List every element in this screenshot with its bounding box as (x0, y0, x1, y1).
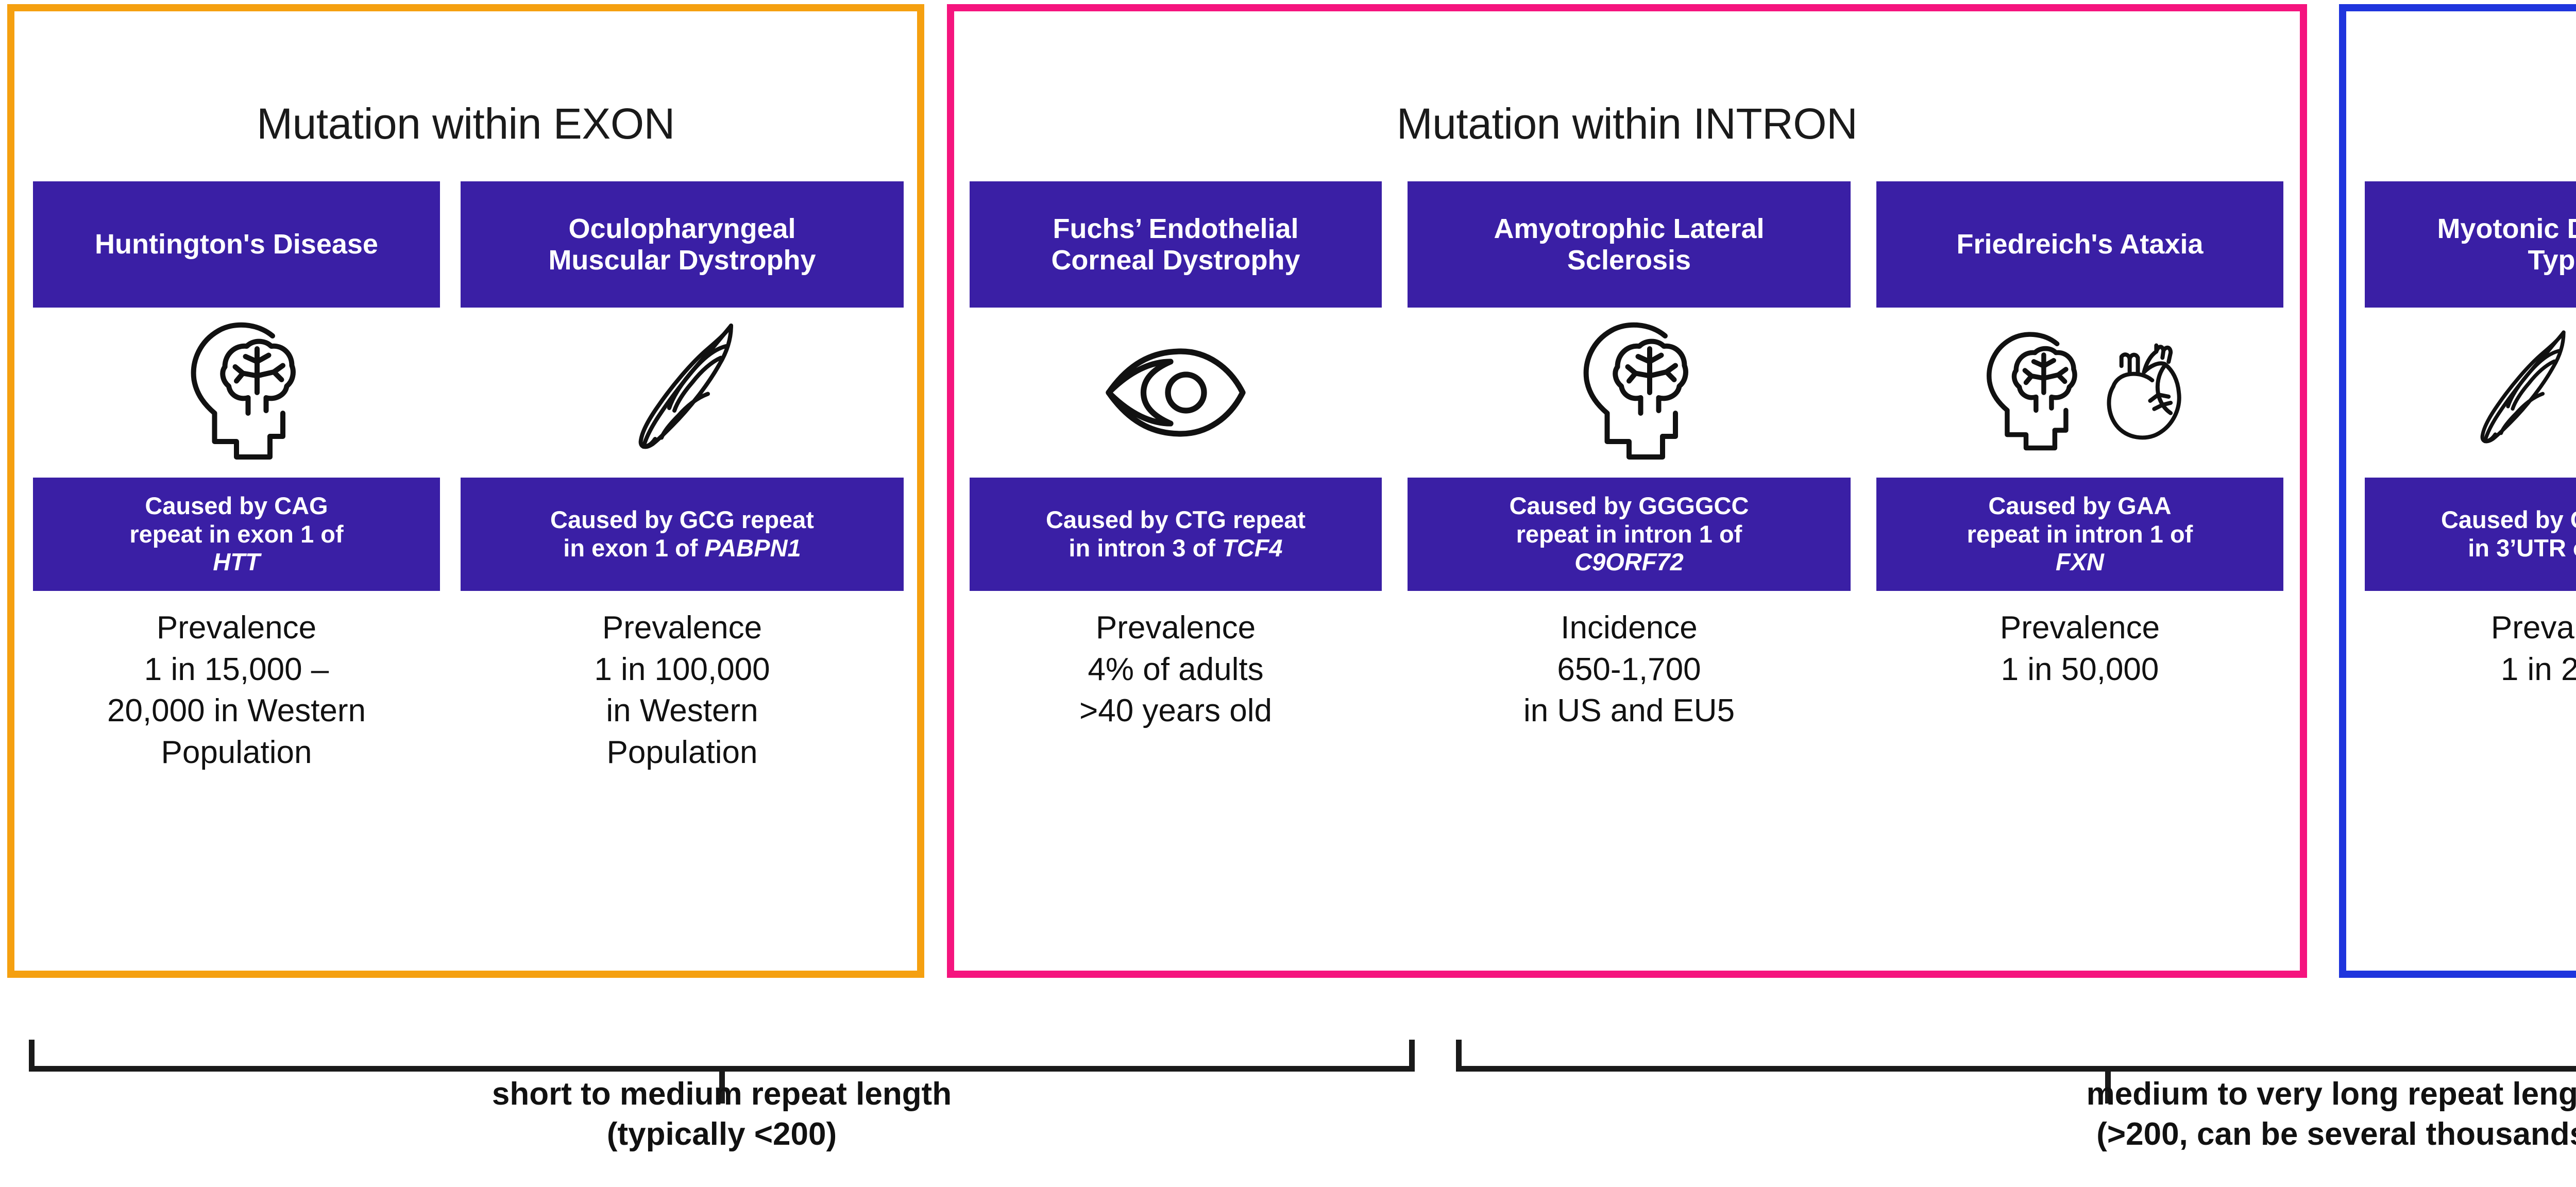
metric-label: Prevalence (602, 610, 762, 646)
panel-mutation-exon: Mutation within EXON Huntington's Diseas… (7, 4, 924, 978)
bracket-label-short-to-medium: short to medium repeat length (typically… (492, 1076, 952, 1152)
icon-strip (461, 308, 904, 478)
bracket-bar (29, 1066, 1415, 1072)
panel-mutation-utr: Mutation within UTR Myotonic DystrophyTy… (2339, 4, 2576, 978)
bracket-tick-right (1409, 1040, 1415, 1072)
prevalence-block: Prevalence 4% of adults >40 years old (970, 607, 1382, 732)
bracket-medium-to-very-long (1456, 1011, 2576, 1104)
icon-strip (1876, 308, 2283, 478)
panel-title-utr: Mutation within UTR (2346, 99, 2576, 149)
disease-title-chip: Friedreich's Ataxia (1876, 181, 2283, 308)
metric-label: Prevalence (1999, 610, 2160, 646)
metric-label: Prevalence (2490, 610, 2576, 646)
muscle-icon (2480, 330, 2566, 444)
metric-label: Prevalence (156, 610, 317, 646)
metric-value: 650-1,700 in US and EU5 (1523, 651, 1735, 729)
head-brain-icon (1987, 332, 2077, 451)
panel-title-exon: Mutation within EXON (257, 99, 675, 148)
bracket-tick-middle (719, 1072, 725, 1104)
disease-title-chip: Myotonic DystrophyType 1 (2365, 181, 2576, 308)
bracket-label-medium-to-very-long: medium to very long repeat length (>200,… (2086, 1076, 2576, 1152)
prevalence-block: Incidence 650-1,700 in US and EU5 (1408, 607, 1851, 732)
icon-strip (970, 308, 1382, 478)
disease-column-friedreichs: Friedreich's Ataxia (1876, 181, 2283, 690)
icon-strip (2365, 308, 2576, 478)
metric-label: Prevalence (1095, 610, 1256, 646)
icon-strip (33, 308, 440, 478)
metric-value: 1 in 15,000 – 20,000 in Western Populati… (107, 651, 366, 770)
muscle-icon (638, 324, 733, 449)
eye-icon (1106, 348, 1246, 437)
head-brain-icon (1583, 322, 1688, 460)
bracket-tick-middle (2105, 1072, 2111, 1104)
metric-value: 1 in 100,000 in Western Population (594, 651, 770, 770)
metric-value: 1 in 50,000 (2001, 651, 2159, 687)
prevalence-block: Prevalence 1 in 100,000 in Western Popul… (461, 607, 904, 773)
panel-title-intron: Mutation within INTRON (1396, 99, 1858, 148)
heart-icon (2107, 343, 2181, 440)
prevalence-block: Prevalence 1 in 15,000 – 20,000 in Weste… (33, 607, 440, 773)
panel-mutation-intron: Mutation within INTRON Fuchs’ Endothelia… (947, 4, 2307, 978)
disease-name: Friedreich's Ataxia (1956, 229, 2204, 260)
metric-value: 1 in 2,100 (2500, 651, 2576, 687)
disease-name: Myotonic DystrophyType 1 (2437, 213, 2576, 276)
disease-title-chip: Huntington's Disease (33, 181, 440, 308)
bracket-tick-left (29, 1040, 35, 1072)
metric-label: Incidence (1561, 610, 1698, 646)
disease-name: Huntington's Disease (95, 229, 378, 260)
disease-column-dm1: Myotonic DystrophyType 1 (2365, 181, 2576, 690)
bracket-bar (1456, 1066, 2576, 1072)
bracket-tick-left (1456, 1040, 1462, 1072)
metric-value: 4% of adults >40 years old (1079, 651, 1272, 729)
icon-strip (1408, 308, 1851, 478)
prevalence-block: Prevalence 1 in 2,100 (2365, 607, 2576, 690)
bracket-short-to-medium (29, 1011, 1415, 1104)
head-brain-icon (191, 322, 296, 460)
prevalence-block: Prevalence 1 in 50,000 (1876, 607, 2283, 690)
